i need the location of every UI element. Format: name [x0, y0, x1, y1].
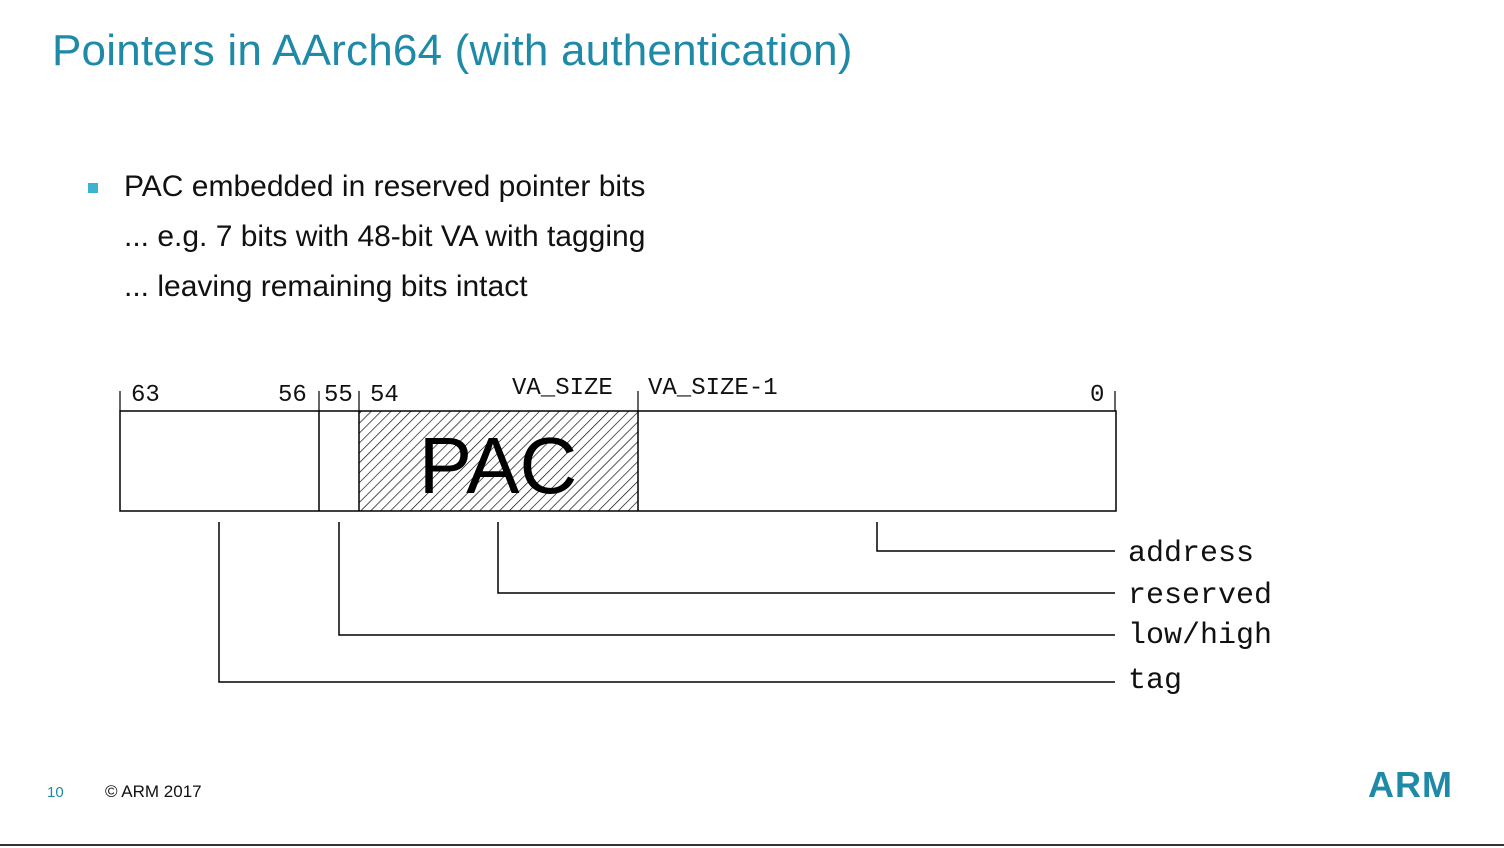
- bit-label-va-size-minus-1: VA_SIZE-1: [648, 375, 778, 402]
- bottom-divider: [0, 844, 1504, 846]
- leader-tag: [218, 522, 1115, 683]
- copyright-text: © ARM 2017: [105, 782, 202, 801]
- bullet-sub-1: ... e.g. 7 bits with 48-bit VA with tagg…: [124, 220, 646, 253]
- pac-label: PAC: [419, 421, 578, 510]
- bit-label-54: 54: [370, 382, 399, 409]
- pac-hatched-region: [359, 411, 638, 511]
- leader-low-high: [338, 522, 1115, 636]
- bit-label-0: 0: [1090, 382, 1104, 409]
- bit-label-55: 55: [324, 382, 353, 409]
- bit-label-63: 63: [131, 382, 160, 409]
- bit-label-va-size: VA_SIZE: [512, 375, 613, 402]
- field-label-address: address: [1128, 537, 1254, 571]
- slide-title: Pointers in AArch64 (with authentication…: [52, 26, 853, 75]
- pointer-box: [119, 410, 1117, 512]
- leader-reserved: [497, 522, 1115, 594]
- bit-label-56: 56: [278, 382, 307, 409]
- arm-logo: ARM: [1368, 764, 1453, 805]
- bullet-square-icon: [88, 183, 98, 193]
- bullet-sub-2: ... leaving remaining bits intact: [124, 270, 528, 303]
- field-label-low-high: low/high: [1128, 619, 1272, 653]
- page-number: 10: [47, 784, 64, 801]
- bullet-main: PAC embedded in reserved pointer bits: [124, 170, 646, 203]
- field-label-tag: tag: [1128, 664, 1182, 698]
- leader-address: [876, 522, 1115, 552]
- field-label-reserved: reserved: [1128, 579, 1272, 613]
